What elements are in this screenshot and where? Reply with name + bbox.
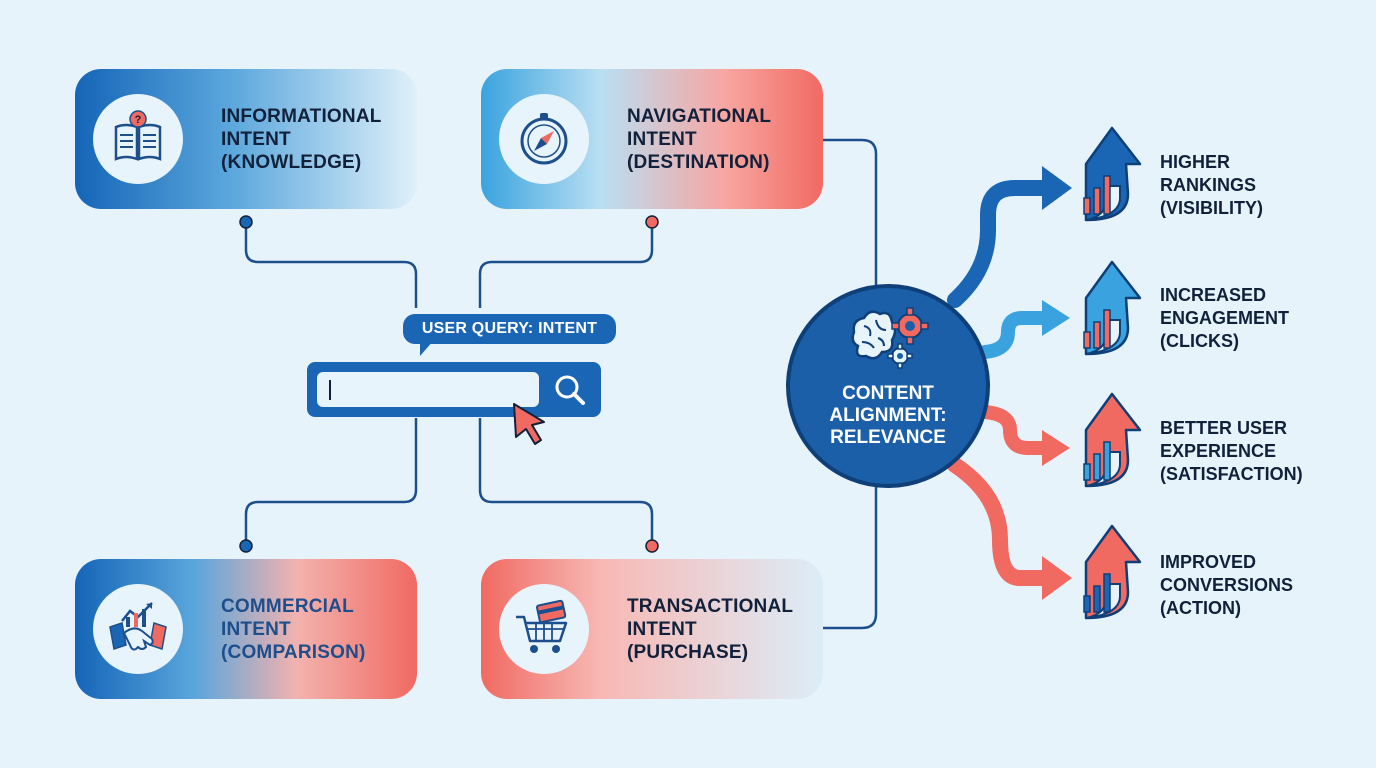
outcome-4-line-3: (ACTION) xyxy=(1160,598,1241,618)
book-question-icon: ? xyxy=(93,94,183,184)
search-button[interactable] xyxy=(543,366,595,418)
outcome-higher-rankings: HIGHER RANKINGS (VISIBILITY) xyxy=(1160,151,1263,220)
hub-line-1: CONTENT xyxy=(842,383,934,404)
outcome-improved-conversions: IMPROVED CONVERSIONS (ACTION) xyxy=(1160,551,1293,620)
commercial-intent-card: COMMERCIAL INTENT (COMPARISON) xyxy=(75,559,417,699)
transactional-intent-line-3: (PURCHASE) xyxy=(627,642,749,663)
navigational-intent-line-1: NAVIGATIONAL xyxy=(627,106,772,127)
transactional-intent-line-2: INTENT xyxy=(627,619,697,640)
outcome-4-line-2: CONVERSIONS xyxy=(1160,575,1294,595)
commercial-intent-line-1: COMMERCIAL xyxy=(221,596,354,617)
compass-icon xyxy=(499,94,589,184)
arrow-bar-chart-icon xyxy=(1083,126,1142,222)
user-query-tooltip: USER QUERY: INTENT xyxy=(403,314,616,344)
mouse-pointer-icon xyxy=(513,403,545,445)
hub-line-2: ALIGNMENT: xyxy=(829,405,947,426)
magnifier-icon xyxy=(555,375,585,405)
navigational-intent-line-3: (DESTINATION) xyxy=(627,152,770,173)
outcome-1-line-3: (VISIBILITY) xyxy=(1160,198,1263,218)
outcome-2-line-2: ENGAGEMENT xyxy=(1160,308,1290,328)
informational-intent-line-2: INTENT xyxy=(221,129,291,150)
outcome-better-user-experience: BETTER USER EXPERIENCE (SATISFACTION) xyxy=(1160,417,1303,486)
tooltip-tail xyxy=(420,340,434,356)
informational-intent-line-3: (KNOWLEDGE) xyxy=(221,152,362,173)
search-bar xyxy=(307,362,601,417)
transactional-intent-line-1: TRANSACTIONAL xyxy=(627,596,794,617)
hub-line-3: RELEVANCE xyxy=(830,427,946,448)
outcome-1-line-2: RANKINGS xyxy=(1160,175,1257,195)
arrow-bar-chart-icon xyxy=(1083,260,1142,356)
text-cursor xyxy=(329,380,331,400)
informational-intent-card: ? INFORMATIONAL INTENT (KNOWLEDGE) xyxy=(75,69,417,209)
outcome-3-line-1: BETTER USER xyxy=(1160,418,1288,438)
navigational-intent-card: NAVIGATIONAL INTENT (DESTINATION) xyxy=(481,69,823,209)
outcome-2-line-1: INCREASED xyxy=(1160,285,1267,305)
shopping-cart-icon xyxy=(499,584,589,674)
navigational-intent-line-2: INTENT xyxy=(627,129,697,150)
content-alignment-hub: CONTENT ALIGNMENT: RELEVANCE xyxy=(786,284,990,488)
outcome-4-line-1: IMPROVED xyxy=(1160,552,1257,572)
arrow-bar-chart-icon xyxy=(1083,392,1142,488)
outcome-increased-engagement: INCREASED ENGAGEMENT (CLICKS) xyxy=(1160,284,1289,353)
brain-gears-icon xyxy=(851,307,929,369)
commercial-intent-line-3: (COMPARISON) xyxy=(221,642,366,663)
handshake-chart-icon xyxy=(93,584,183,674)
transactional-intent-card: TRANSACTIONAL INTENT (PURCHASE) xyxy=(481,559,823,699)
outcome-1-line-1: HIGHER xyxy=(1160,152,1231,172)
outcome-3-line-2: EXPERIENCE xyxy=(1160,441,1277,461)
commercial-intent-line-2: INTENT xyxy=(221,619,291,640)
outcome-2-line-3: (CLICKS) xyxy=(1160,331,1239,351)
search-input[interactable] xyxy=(317,372,539,407)
svg-text:?: ? xyxy=(135,114,142,126)
arrow-bar-chart-icon xyxy=(1083,524,1142,620)
informational-intent-line-1: INFORMATIONAL xyxy=(221,106,382,127)
outcome-3-line-3: (SATISFACTION) xyxy=(1160,464,1303,484)
